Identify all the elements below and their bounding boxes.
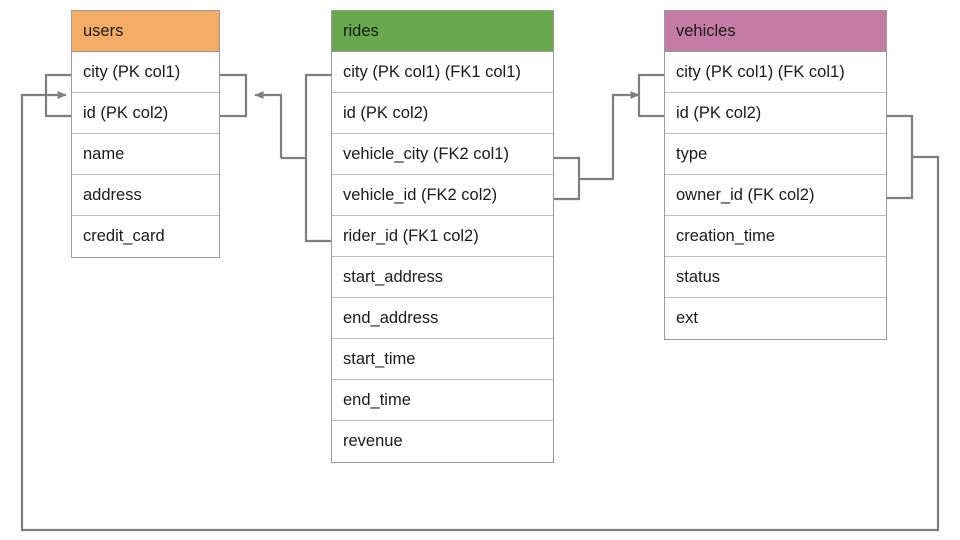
table-rides-column-city[interactable]: city (PK col1) (FK1 col1)	[332, 52, 553, 93]
table-users[interactable]: users city (PK col1) id (PK col2) name a…	[71, 10, 220, 258]
connector-rides-fk1-to-users	[220, 73, 331, 243]
table-users-column-id[interactable]: id (PK col2)	[72, 93, 219, 134]
table-vehicles-column-type[interactable]: type	[665, 134, 886, 175]
table-vehicles-column-id[interactable]: id (PK col2)	[665, 93, 886, 134]
table-vehicles-title: vehicles	[665, 11, 886, 52]
connector-vehicles-fk-to-users	[20, 73, 940, 532]
table-rides-column-end-address[interactable]: end_address	[332, 298, 553, 339]
table-rides-column-vehicle-city[interactable]: vehicle_city (FK2 col1)	[332, 134, 553, 175]
table-rides-column-id[interactable]: id (PK col2)	[332, 93, 553, 134]
table-rides-column-start-address[interactable]: start_address	[332, 257, 553, 298]
connector-rides-fk2-to-vehicles	[554, 73, 664, 201]
table-rides-column-start-time[interactable]: start_time	[332, 339, 553, 380]
table-vehicles-column-status[interactable]: status	[665, 257, 886, 298]
table-users-title: users	[72, 11, 219, 52]
table-users-column-address[interactable]: address	[72, 175, 219, 216]
table-rides[interactable]: rides city (PK col1) (FK1 col1) id (PK c…	[331, 10, 554, 463]
table-users-column-city[interactable]: city (PK col1)	[72, 52, 219, 93]
table-users-column-credit-card[interactable]: credit_card	[72, 216, 219, 257]
table-vehicles[interactable]: vehicles city (PK col1) (FK col1) id (PK…	[664, 10, 887, 340]
table-rides-title: rides	[332, 11, 553, 52]
table-vehicles-column-ext[interactable]: ext	[665, 298, 886, 339]
table-rides-column-rider-id[interactable]: rider_id (FK1 col2)	[332, 216, 553, 257]
table-rides-column-vehicle-id[interactable]: vehicle_id (FK2 col2)	[332, 175, 553, 216]
table-rides-column-end-time[interactable]: end_time	[332, 380, 553, 421]
table-rides-column-revenue[interactable]: revenue	[332, 421, 553, 462]
table-vehicles-column-creation-time[interactable]: creation_time	[665, 216, 886, 257]
table-users-column-name[interactable]: name	[72, 134, 219, 175]
table-vehicles-column-city[interactable]: city (PK col1) (FK col1)	[665, 52, 886, 93]
table-vehicles-column-owner-id[interactable]: owner_id (FK col2)	[665, 175, 886, 216]
